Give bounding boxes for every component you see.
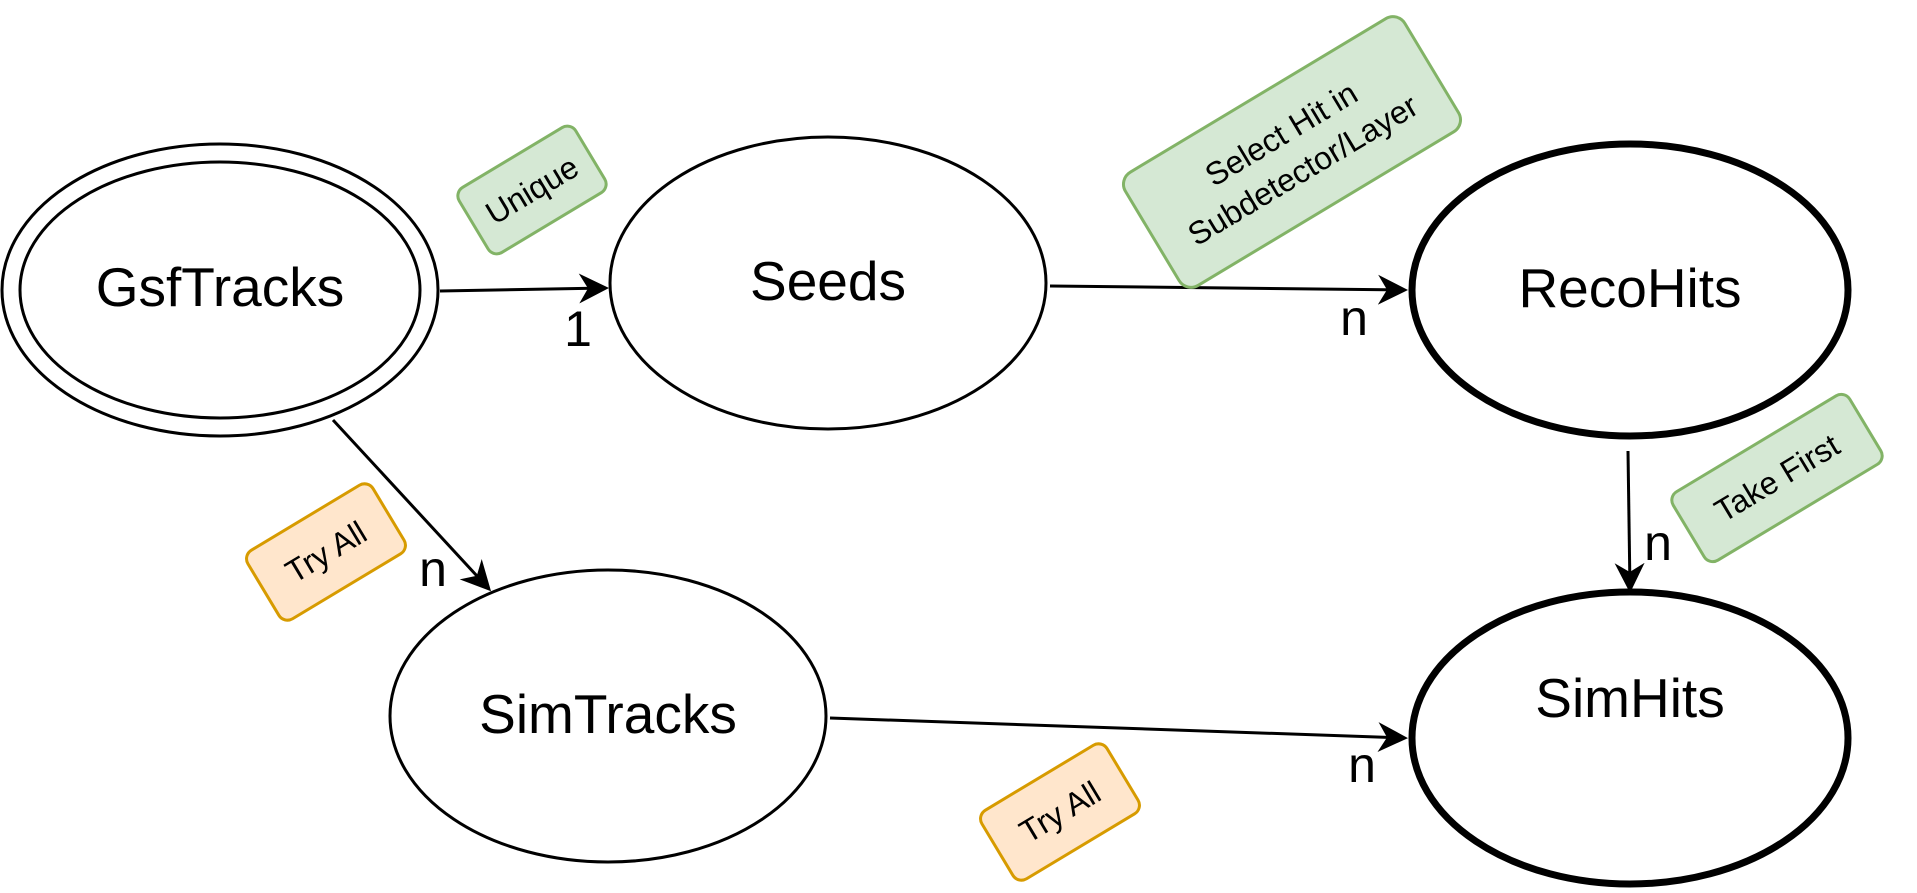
node-simtracks-label: SimTracks xyxy=(479,683,737,745)
edge-recohits-simhits[interactable] xyxy=(1614,450,1645,593)
edge-gsftracks-seeds[interactable] xyxy=(439,273,609,304)
tag-unique: Unique xyxy=(456,124,608,256)
mult-simtracks-simhits: n xyxy=(1348,737,1376,793)
edge-gsftracks-simtracks[interactable] xyxy=(331,418,492,592)
tag-try-all-left: Try All xyxy=(245,482,407,622)
node-seeds[interactable]: Seeds xyxy=(608,135,1048,431)
edge-seeds-recohits[interactable] xyxy=(1049,274,1408,305)
edge-simtracks-simhits[interactable] xyxy=(829,716,1408,753)
node-simhits-label: SimHits xyxy=(1535,667,1724,729)
node-recohits-label: RecoHits xyxy=(1518,257,1741,319)
node-recohits[interactable]: RecoHits xyxy=(1408,140,1852,440)
node-simtracks[interactable]: SimTracks xyxy=(388,568,828,864)
tag-select-hit: Select Hit in Subdetector/Layer xyxy=(1122,15,1462,289)
mult-recohits-simhits: n xyxy=(1644,515,1672,571)
node-simhits[interactable]: SimHits xyxy=(1408,588,1852,888)
node-gsftracks-label: GsfTracks xyxy=(96,256,345,318)
node-seeds-label: Seeds xyxy=(750,250,906,312)
mult-gsftracks-simtracks: n xyxy=(419,541,447,597)
mult-seeds-recohits: n xyxy=(1340,290,1368,346)
node-gsftracks[interactable]: GsfTracks xyxy=(0,142,440,438)
mult-gsftracks-seeds: 1 xyxy=(564,301,592,357)
tag-try-all-bottom: Try All xyxy=(979,742,1141,882)
